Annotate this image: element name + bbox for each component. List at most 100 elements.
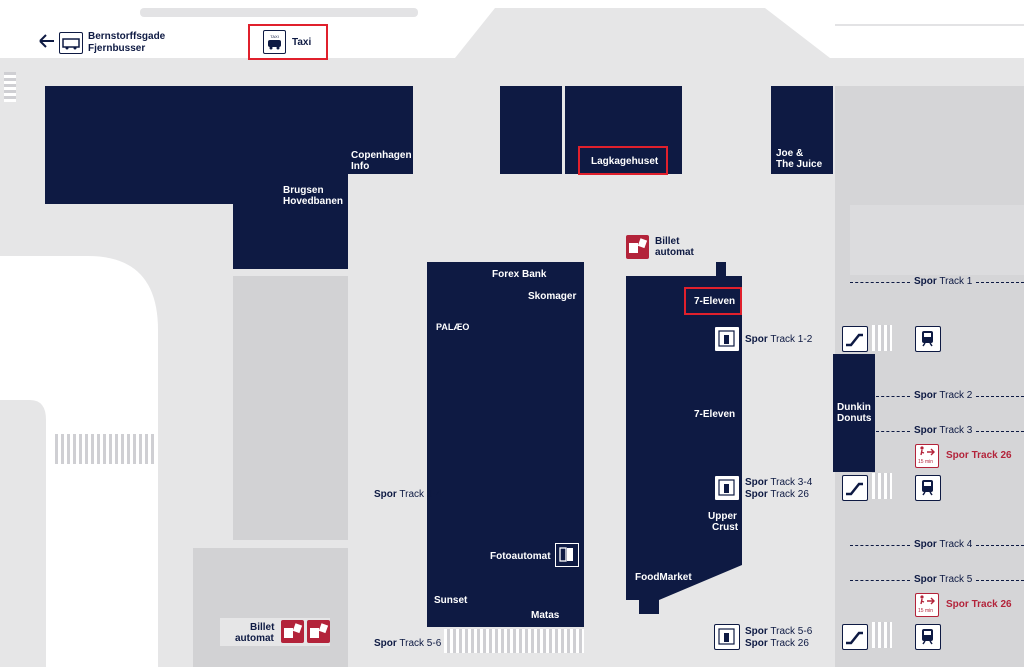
track-5-line xyxy=(850,580,910,581)
ticket-machine-icon xyxy=(626,235,649,259)
ticket-machine-icon xyxy=(281,620,304,643)
bus-label-line1: Bernstorffsgade xyxy=(88,31,166,42)
billet-top-label-2: automat xyxy=(655,247,694,258)
spor-word: Spor xyxy=(745,489,768,500)
spor-word: Spor xyxy=(374,638,397,649)
track-1-line-right xyxy=(976,282,1024,283)
spor-word: Spor xyxy=(946,599,969,610)
track-label: Track 5-6 xyxy=(770,626,813,637)
train-icon xyxy=(915,624,941,650)
upper-crust-label-2: Crust xyxy=(712,522,739,533)
elevator-icon xyxy=(714,326,740,352)
track-3-line xyxy=(876,431,910,432)
track-label: Track 3-4 xyxy=(399,489,442,500)
billet-bottom-label-2: automat xyxy=(235,633,274,644)
spor-word: Spor xyxy=(745,477,768,488)
track-3-line-right xyxy=(976,431,1024,432)
spor-word: Spor xyxy=(745,638,768,649)
elevator-icon xyxy=(714,624,740,650)
track-label: Track 3-4 xyxy=(770,477,813,488)
track-label: Track 26 xyxy=(770,489,809,500)
track-5-label[interactable]: Spor Track 5 xyxy=(914,574,972,585)
elevator-track-1-2-label[interactable]: Spor Track 1-2 xyxy=(745,334,812,345)
escalator-icon xyxy=(842,326,868,352)
track-1-label[interactable]: Spor Track 1 xyxy=(914,276,972,287)
track-5-line-right xyxy=(976,580,1024,581)
elevator-track-5-6-label[interactable]: Spor Track 5-6 xyxy=(745,626,812,637)
stairs-track-5-6-right xyxy=(872,622,892,648)
track-2-line xyxy=(876,396,910,397)
billet-top-label-1: Billet xyxy=(655,236,680,247)
photo-booth-icon xyxy=(555,543,579,567)
top-right-line xyxy=(835,24,1024,26)
foodmarket-label: FoodMarket xyxy=(635,572,692,583)
stairs-track-1-2 xyxy=(872,325,892,351)
bus-icon xyxy=(59,32,83,54)
walk-time-icon: 15 min xyxy=(915,444,939,468)
copenhagen-info-label-2: Info xyxy=(351,161,370,172)
crosswalk-left xyxy=(4,72,16,102)
dunkin-label-2: Donuts xyxy=(837,413,872,424)
lagkagehuset-label: Lagkagehuset xyxy=(591,156,659,167)
track-4-line-right xyxy=(976,545,1024,546)
sunset-label: Sunset xyxy=(434,595,468,606)
elevator-track-26-label[interactable]: Spor Track 26 xyxy=(745,489,809,500)
train-icon xyxy=(915,326,941,352)
left-track-5-6-label[interactable]: Spor Track 5-6 xyxy=(374,638,441,649)
track-label: Track 5-6 xyxy=(399,638,442,649)
taxi-label: Taxi xyxy=(292,37,312,48)
seven-eleven-label: 7-Eleven xyxy=(694,409,736,420)
stairs-track-3-4-right xyxy=(872,473,892,499)
track-label: Track 5 xyxy=(939,574,973,585)
spor-word: Spor xyxy=(374,489,397,500)
lagkagehuset-button[interactable] xyxy=(578,146,668,175)
fotoautomat-label: Fotoautomat xyxy=(490,551,551,562)
forex-label: Forex Bank xyxy=(492,269,547,280)
track-label: Track 2 xyxy=(939,390,973,401)
spor-word: Spor xyxy=(946,450,969,461)
elevator-icon xyxy=(714,475,740,501)
spor-word: Spor xyxy=(745,334,768,345)
track-26-walk-label[interactable]: Spor Track 26 xyxy=(946,599,1012,610)
track-26-walk-label[interactable]: Spor Track 26 xyxy=(946,450,1012,461)
train-icon xyxy=(915,475,941,501)
back-arrow-icon[interactable] xyxy=(38,33,56,49)
billet-bottom-label-1: Billet xyxy=(250,622,275,633)
track-label: Track 4 xyxy=(939,539,973,550)
track-3-label[interactable]: Spor Track 3 xyxy=(914,425,972,436)
spor-word: Spor xyxy=(914,574,937,585)
joe-label-2: The Juice xyxy=(776,159,823,170)
walk-time-text: 15 min xyxy=(918,608,934,614)
taxi-icon: TAXI xyxy=(263,30,286,54)
brugsen-label-2: Hovedbanen xyxy=(283,196,344,207)
escalator-icon xyxy=(842,475,868,501)
bus-label-line2: Fjernbusser xyxy=(88,43,146,54)
spor-word: Spor xyxy=(745,626,768,637)
taxi-sign-text: TAXI xyxy=(270,34,279,39)
seven-eleven-boxed-label: 7-Eleven xyxy=(694,296,736,307)
spor-word: Spor xyxy=(914,276,937,287)
copenhagen-info-label-1: Copenhagen xyxy=(351,150,412,161)
elevator-track-3-4-label[interactable]: Spor Track 3-4 xyxy=(745,477,812,488)
spor-word: Spor xyxy=(914,539,937,550)
matas-label: Matas xyxy=(531,610,560,621)
left-track-3-4-label[interactable]: Spor Track 3-4 xyxy=(374,489,441,500)
track-2-line-right xyxy=(976,396,1024,397)
track-label: Track 3 xyxy=(939,425,973,436)
track-4-label[interactable]: Spor Track 4 xyxy=(914,539,972,550)
stairs-bottom xyxy=(444,629,584,653)
top-road-strip xyxy=(140,8,418,17)
track-4-line xyxy=(850,545,910,546)
escalator-icon xyxy=(842,624,868,650)
track-label: Track 26 xyxy=(971,599,1012,610)
elevator-track-26-label[interactable]: Spor Track 26 xyxy=(745,638,809,649)
palaeo-label: PALÆO xyxy=(436,322,470,332)
brugsen-label-1: Brugsen xyxy=(283,185,324,196)
joe-label-1: Joe & xyxy=(776,148,804,159)
track-2-label[interactable]: Spor Track 2 xyxy=(914,390,972,401)
seven-eleven-button[interactable] xyxy=(684,287,742,315)
walk-time-text: 15 min xyxy=(918,459,934,465)
taxi-button[interactable] xyxy=(248,24,328,60)
track-1-line xyxy=(850,282,910,283)
